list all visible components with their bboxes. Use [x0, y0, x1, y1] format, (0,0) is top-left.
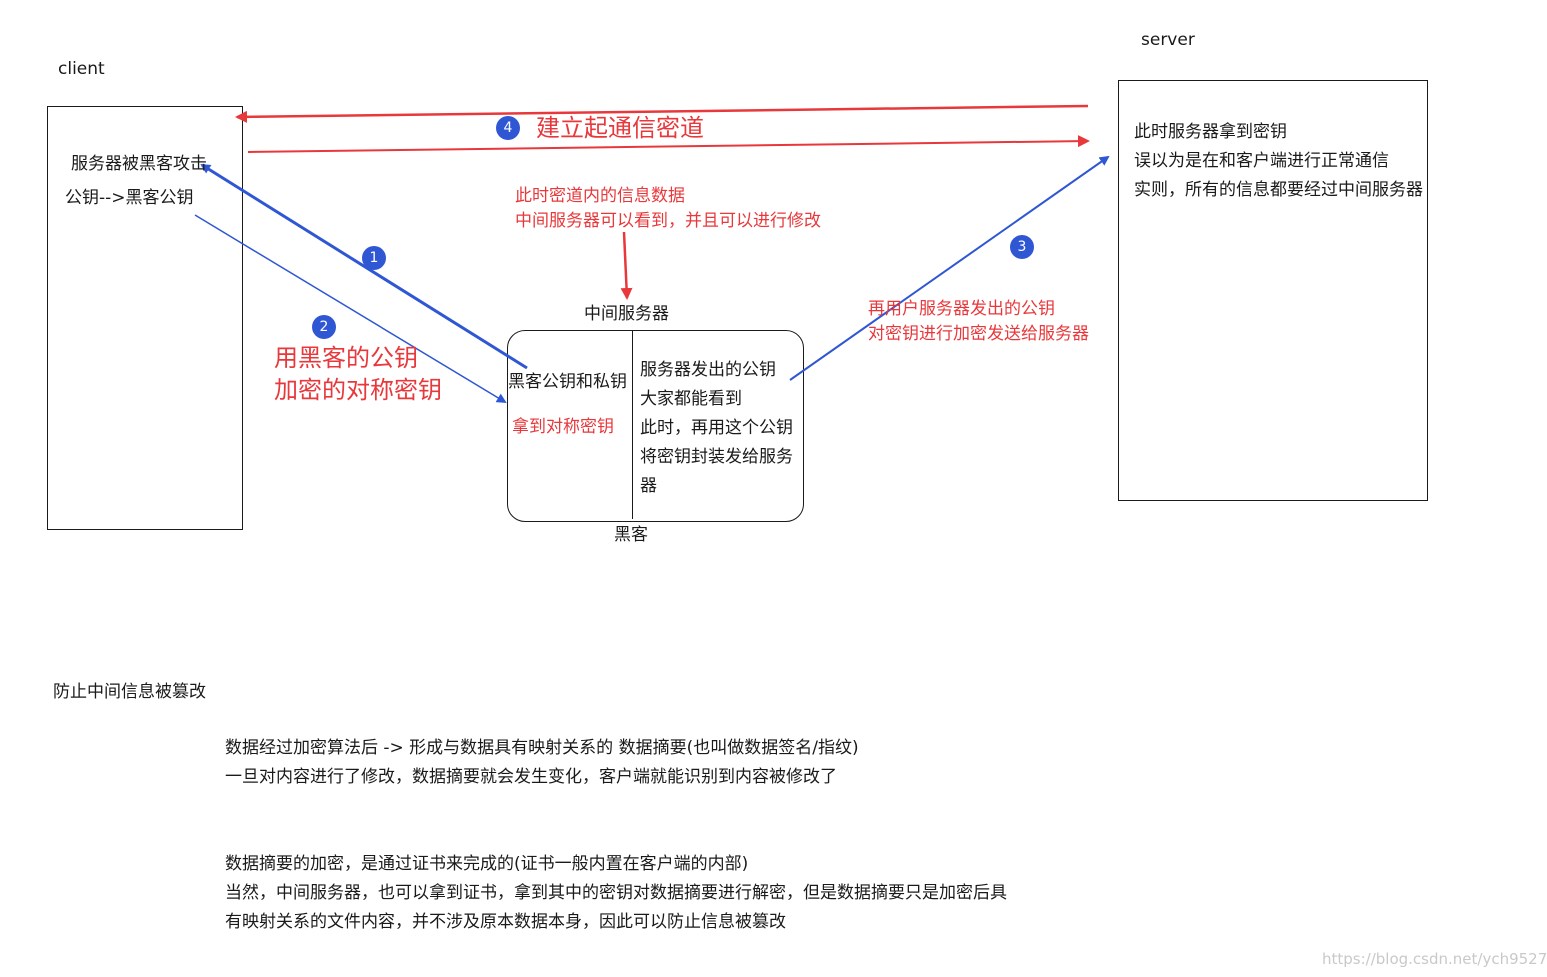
step4-text: 建立起通信密道	[536, 114, 704, 142]
arrow-step1	[200, 163, 528, 370]
channel-note: 此时密道内的信息数据 中间服务器可以看到，并且可以进行修改	[515, 184, 821, 234]
client-attacked-text: 服务器被黑客攻击	[71, 154, 207, 174]
step-badge-1: 1	[362, 246, 386, 270]
paragraph-line: 数据摘要的加密，是通过证书来完成的(证书一般内置在客户端的内部)	[225, 854, 749, 874]
section-heading: 防止中间信息被篡改	[53, 682, 206, 702]
paragraph-line: 有映射关系的文件内容，并不涉及原本数据本身，因此可以防止信息被篡改	[225, 912, 786, 932]
step2-line: 加密的对称密钥	[274, 376, 442, 404]
step-badge-3: 3	[1010, 235, 1034, 259]
step3-text: 再用户服务器发出的公钥 对密钥进行加密发送给服务器	[868, 297, 1089, 347]
middle-divider	[632, 331, 633, 519]
client-box	[47, 106, 243, 530]
step2-line: 用黑客的公钥	[274, 344, 418, 372]
step3-line: 再用户服务器发出的公钥	[868, 299, 1055, 319]
section-paragraph-2: 数据摘要的加密，是通过证书来完成的(证书一般内置在客户端的内部) 当然，中间服务…	[225, 850, 1007, 937]
paragraph-line: 一旦对内容进行了修改，数据摘要就会发生变化，客户端就能识别到内容被修改了	[225, 767, 837, 787]
server-label: server	[1141, 30, 1195, 50]
step2-text: 用黑客的公钥 加密的对称密钥	[274, 342, 442, 406]
middle-left-text: 黑客公钥和私钥	[508, 372, 627, 392]
middle-right-text: 服务器发出的公钥 大家都能看到 此时，再用这个公钥 将密钥封装发给服务 器	[640, 356, 793, 501]
client-label: client	[58, 59, 105, 79]
server-box	[1118, 80, 1428, 501]
arrow-channel-note	[620, 231, 633, 300]
watermark: https://blog.csdn.net/ych9527	[1322, 950, 1547, 968]
section-paragraph-1: 数据经过加密算法后 -> 形成与数据具有映射关系的 数据摘要(也叫做数据签名/指…	[225, 734, 859, 792]
middle-right-line: 器	[640, 476, 657, 496]
client-pubkey-text: 公钥-->黑客公钥	[65, 188, 194, 208]
step-badge-2: 2	[312, 315, 336, 339]
paragraph-line: 当然，中间服务器，也可以拿到证书，拿到其中的密钥对数据摘要进行解密，但是数据摘要…	[225, 883, 1007, 903]
middle-right-line: 此时，再用这个公钥	[640, 418, 793, 438]
channel-note-line: 中间服务器可以看到，并且可以进行修改	[515, 211, 821, 231]
middle-right-line: 服务器发出的公钥	[640, 360, 776, 380]
arrow-step3	[789, 155, 1110, 381]
paragraph-line: 数据经过加密算法后 -> 形成与数据具有映射关系的 数据摘要(也叫做数据签名/指…	[225, 738, 859, 758]
arrow-step4-to-client	[235, 104, 1089, 123]
middle-right-line: 大家都能看到	[640, 389, 742, 409]
middle-left-red-text: 拿到对称密钥	[512, 417, 614, 437]
arrow-step2	[194, 214, 507, 404]
hacker-label: 黑客	[614, 525, 648, 545]
middle-server-box	[507, 330, 804, 522]
server-line: 误以为是在和客户端进行正常通信	[1134, 151, 1389, 171]
server-text: 此时服务器拿到密钥 误以为是在和客户端进行正常通信 实则，所有的信息都要经过中间…	[1134, 118, 1423, 205]
step3-line: 对密钥进行加密发送给服务器	[868, 324, 1089, 344]
step-badge-4: 4	[496, 116, 520, 140]
server-line: 实则，所有的信息都要经过中间服务器	[1134, 180, 1423, 200]
server-line: 此时服务器拿到密钥	[1134, 122, 1287, 142]
middle-server-title: 中间服务器	[584, 304, 669, 324]
arrow-step4-to-server	[247, 135, 1090, 153]
middle-right-line: 将密钥封装发给服务	[640, 447, 793, 467]
channel-note-line: 此时密道内的信息数据	[515, 186, 685, 206]
